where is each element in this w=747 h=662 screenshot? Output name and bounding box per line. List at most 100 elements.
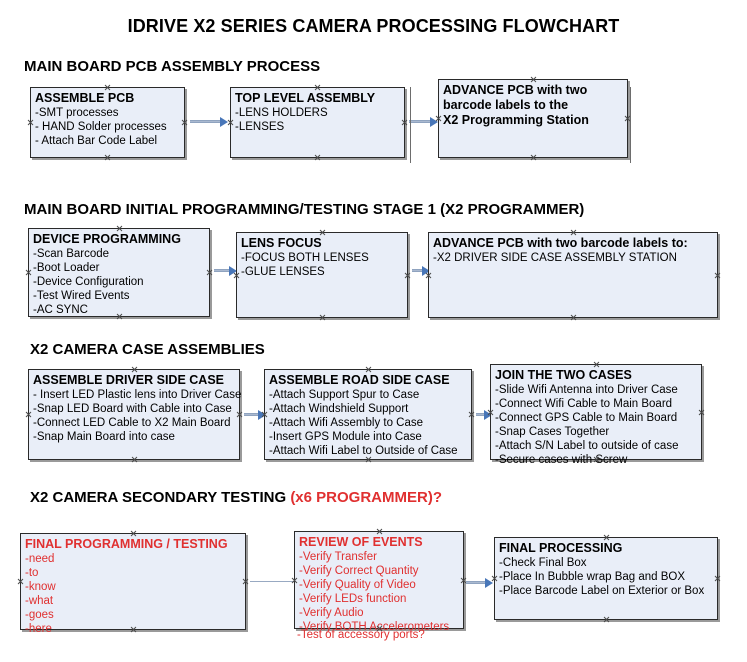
node-line: -LENSES: [235, 121, 285, 133]
node-line: -Connect GPS Cable to Main Board: [495, 412, 678, 424]
connection-handle-top[interactable]: [104, 84, 111, 91]
node-overflow-line: -Test of accessory ports?: [297, 629, 425, 641]
node-device-programming[interactable]: DEVICE PROGRAMMING -Scan Barcode -Boot L…: [28, 228, 210, 317]
connection-handle-top[interactable]: [365, 366, 372, 373]
node-line: -here: [25, 623, 52, 635]
node-assemble-road-side-case[interactable]: ASSEMBLE ROAD SIDE CASE -Attach Support …: [264, 369, 472, 460]
node-line: -Attach S/N Label to outside of case: [495, 440, 679, 452]
node-lens-focus[interactable]: LENS FOCUS -FOCUS BOTH LENSES -GLUE LENS…: [236, 232, 408, 318]
node-title: ASSEMBLE DRIVER SIDE CASE: [33, 373, 225, 387]
node-line: -what: [25, 595, 54, 607]
connection-handle-left[interactable]: [27, 119, 34, 126]
connection-handle-top[interactable]: [314, 84, 321, 91]
node-line: -AC SYNC: [33, 304, 88, 316]
node-final-programming-testing[interactable]: FINAL PROGRAMMING / TESTING -need -to -k…: [17, 530, 249, 635]
node-assemble-pcb[interactable]: ASSEMBLE PCB -SMT processes - HAND Solde…: [30, 87, 185, 158]
connector-lens-focus-to-advance-pcb: [412, 269, 426, 272]
connection-handle-top[interactable]: [130, 530, 137, 537]
connection-handle-bottom[interactable]: [570, 314, 577, 321]
node-line: -Verify BOTH Accelerometers: [299, 621, 450, 633]
node-title: ADVANCE PCB with two barcode labels to:: [433, 236, 688, 250]
node-title-line3: X2 Programming Station: [443, 113, 589, 127]
node-line: -Verify Transfer: [299, 551, 377, 563]
arrowhead-icon: [220, 117, 228, 127]
arrowhead-icon: [484, 410, 492, 420]
connection-handle-top[interactable]: [376, 528, 383, 535]
connection-handle-bottom[interactable]: [104, 154, 111, 161]
connection-handle-left[interactable]: [227, 119, 234, 126]
arrowhead-icon: [258, 410, 266, 420]
node-line: -Verify Audio: [299, 607, 364, 619]
node-top-level-assembly[interactable]: TOP LEVEL ASSEMBLY -LENS HOLDERS -LENSES: [230, 87, 405, 158]
section-title-accent: (x6 PROGRAMMER)?: [290, 489, 442, 506]
connection-handle-right[interactable]: [401, 119, 408, 126]
connection-handle-right[interactable]: [404, 272, 411, 279]
connector-device-programming-to-lens-focus: [214, 269, 232, 272]
connection-handle-left[interactable]: [291, 577, 298, 584]
node-line: -Attach Windshield Support: [269, 403, 409, 415]
node-title: ADVANCE PCB with two: [443, 83, 588, 97]
connection-handle-right[interactable]: [181, 119, 188, 126]
node-line: -FOCUS BOTH LENSES: [241, 252, 369, 264]
node-line: -Attach Wifi Assembly to Case: [269, 417, 424, 429]
connection-handle-right[interactable]: [468, 411, 475, 418]
node-title: FINAL PROCESSING: [499, 541, 623, 555]
node-line: -Connect LED Cable to X2 Main Board: [33, 417, 231, 429]
connection-handle-right[interactable]: [714, 575, 721, 582]
connector-road-side-to-join-cases: [476, 413, 490, 416]
connection-handle-left[interactable]: [17, 578, 24, 585]
node-line: - Insert LED Plastic lens into Driver Ca…: [33, 389, 242, 401]
node-title-line2: barcode labels to the: [443, 98, 569, 112]
connection-handle-top[interactable]: [319, 229, 326, 236]
node-title: ASSEMBLE ROAD SIDE CASE: [269, 373, 450, 387]
node-line: -Verify Correct Quantity: [299, 565, 419, 577]
arrowhead-icon: [485, 578, 493, 588]
node-line: -need: [25, 553, 55, 565]
connector-assemble-pcb-to-top-level: [190, 120, 222, 123]
connection-handle-top[interactable]: [530, 76, 537, 83]
node-line: -Place Barcode Label on Exterior or Box: [499, 585, 705, 597]
node-line: -goes: [25, 609, 54, 621]
node-title: TOP LEVEL ASSEMBLY: [235, 91, 376, 105]
node-final-processing[interactable]: FINAL PROCESSING -Check Final Box -Place…: [494, 537, 718, 620]
node-line: -GLUE LENSES: [241, 266, 325, 278]
node-assemble-driver-side-case[interactable]: ASSEMBLE DRIVER SIDE CASE - Insert LED P…: [25, 366, 243, 463]
node-line: -Connect Wifi Cable to Main Board: [495, 398, 673, 410]
connection-handle-bottom[interactable]: [314, 154, 321, 161]
connection-handle-top[interactable]: [131, 366, 138, 373]
node-join-the-two-cases[interactable]: JOIN THE TWO CASES -Slide Wifi Antenna i…: [490, 361, 705, 466]
node-line: -Insert GPS Module into Case: [269, 431, 422, 443]
connection-handle-left[interactable]: [25, 269, 32, 276]
node-line: -Place In Bubble wrap Bag and BOX: [499, 571, 686, 583]
node-advance-pcb-programming-station[interactable]: ADVANCE PCB with two barcode labels to t…: [438, 79, 628, 158]
connection-handle-bottom[interactable]: [131, 456, 138, 463]
connection-handle-bottom[interactable]: [319, 314, 326, 321]
page-title: IDRIVE X2 SERIES CAMERA PROCESSING FLOWC…: [127, 16, 620, 36]
connection-handle-top[interactable]: [593, 361, 600, 368]
arrowhead-icon: [229, 266, 237, 276]
connection-handle-bottom[interactable]: [603, 616, 610, 623]
connection-handle-right[interactable]: [242, 578, 249, 585]
connection-handle-right[interactable]: [714, 272, 721, 279]
connection-handle-left[interactable]: [25, 411, 32, 418]
node-line: -Check Final Box: [499, 557, 587, 569]
connection-handle-top[interactable]: [116, 225, 123, 232]
connection-handle-top[interactable]: [570, 229, 577, 236]
section-title-x2-camera-secondary-testing: X2 CAMERA SECONDARY TESTING (x6 PROGRAMM…: [30, 489, 442, 506]
node-advance-pcb-driver-side-case[interactable]: ADVANCE PCB with two barcode labels to: …: [428, 232, 718, 318]
node-line: -Boot Loader: [33, 262, 100, 274]
node-line: -Test Wired Events: [33, 290, 130, 302]
connection-handle-right[interactable]: [698, 409, 705, 416]
section-title-main-board-pcb-assembly-process: MAIN BOARD PCB ASSEMBLY PROCESS: [24, 58, 321, 75]
arrowhead-icon: [430, 117, 438, 127]
node-review-of-events[interactable]: REVIEW OF EVENTS -Verify Transfer -Verif…: [291, 528, 464, 633]
connection-handle-top[interactable]: [603, 534, 610, 541]
connection-handle-right[interactable]: [236, 411, 243, 418]
connection-handle-right[interactable]: [206, 269, 213, 276]
node-title: ASSEMBLE PCB: [35, 91, 135, 105]
connection-handle-bottom[interactable]: [530, 154, 537, 161]
connector-top-level-to-advance-pcb: [409, 120, 434, 123]
node-line: -Snap Main Board into case: [33, 431, 175, 443]
node-line: -Verify LEDs function: [299, 593, 407, 605]
node-line: -Slide Wifi Antenna into Driver Case: [495, 384, 678, 396]
